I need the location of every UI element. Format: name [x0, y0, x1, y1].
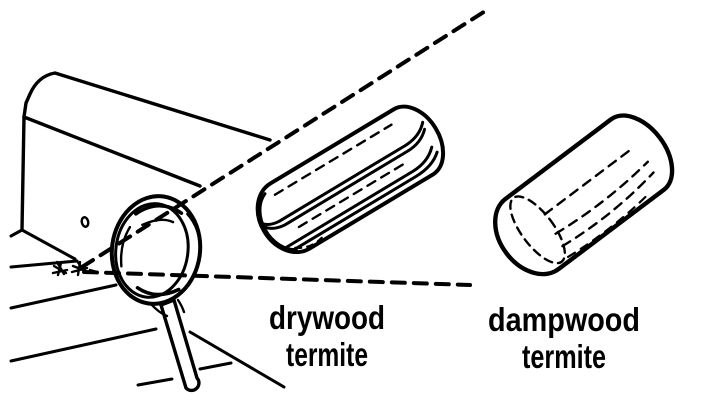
magnifier-handle — [159, 298, 201, 393]
dampwood-termite-pellet-icon — [493, 113, 675, 277]
labels: drywood termite dampwood termite — [269, 299, 640, 375]
magnifying-glass-icon — [109, 194, 203, 393]
drywood-label-line1: drywood — [269, 299, 385, 336]
magnifier-sightlines — [80, 6, 492, 287]
drywood-termite-pellet-icon — [255, 104, 446, 255]
sightline-upper — [80, 6, 492, 269]
dampwood-label-line2: termite — [522, 338, 606, 375]
termite-exit-hole-icon — [80, 216, 90, 228]
dampwood-label-line1: dampwood — [488, 301, 640, 338]
sightline-lower — [82, 270, 472, 287]
wood-board-icon — [9, 71, 286, 389]
drywood-label-line2: termite — [286, 336, 368, 373]
